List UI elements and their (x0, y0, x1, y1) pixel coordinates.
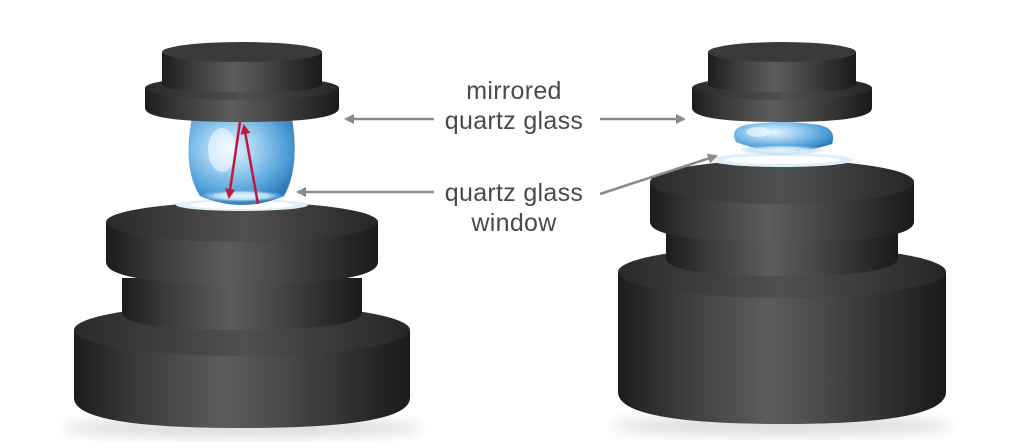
label-mirrored-line2: quartz glass (444, 107, 584, 135)
right-upper-body (650, 160, 914, 242)
callout-arrows (296, 114, 718, 197)
left-light-path (225, 121, 260, 205)
window-arrow-right (599, 153, 718, 196)
right-instrument (612, 42, 952, 436)
right-upper-head (692, 42, 872, 122)
right-quartz-window (710, 153, 854, 167)
left-neck (122, 278, 362, 330)
label-quartz-glass-window: quartz glass window (414, 178, 614, 238)
label-window-line1: quartz glass (444, 179, 584, 207)
label-window-line2: window (471, 209, 557, 237)
label-mirrored-quartz-glass: mirrored quartz glass (414, 76, 614, 136)
left-droplet (188, 118, 295, 205)
label-mirrored-line1: mirrored (466, 77, 562, 105)
left-instrument (62, 42, 422, 438)
right-droplet (734, 122, 834, 155)
left-upper-head (145, 42, 339, 122)
left-upper-body (106, 202, 378, 284)
